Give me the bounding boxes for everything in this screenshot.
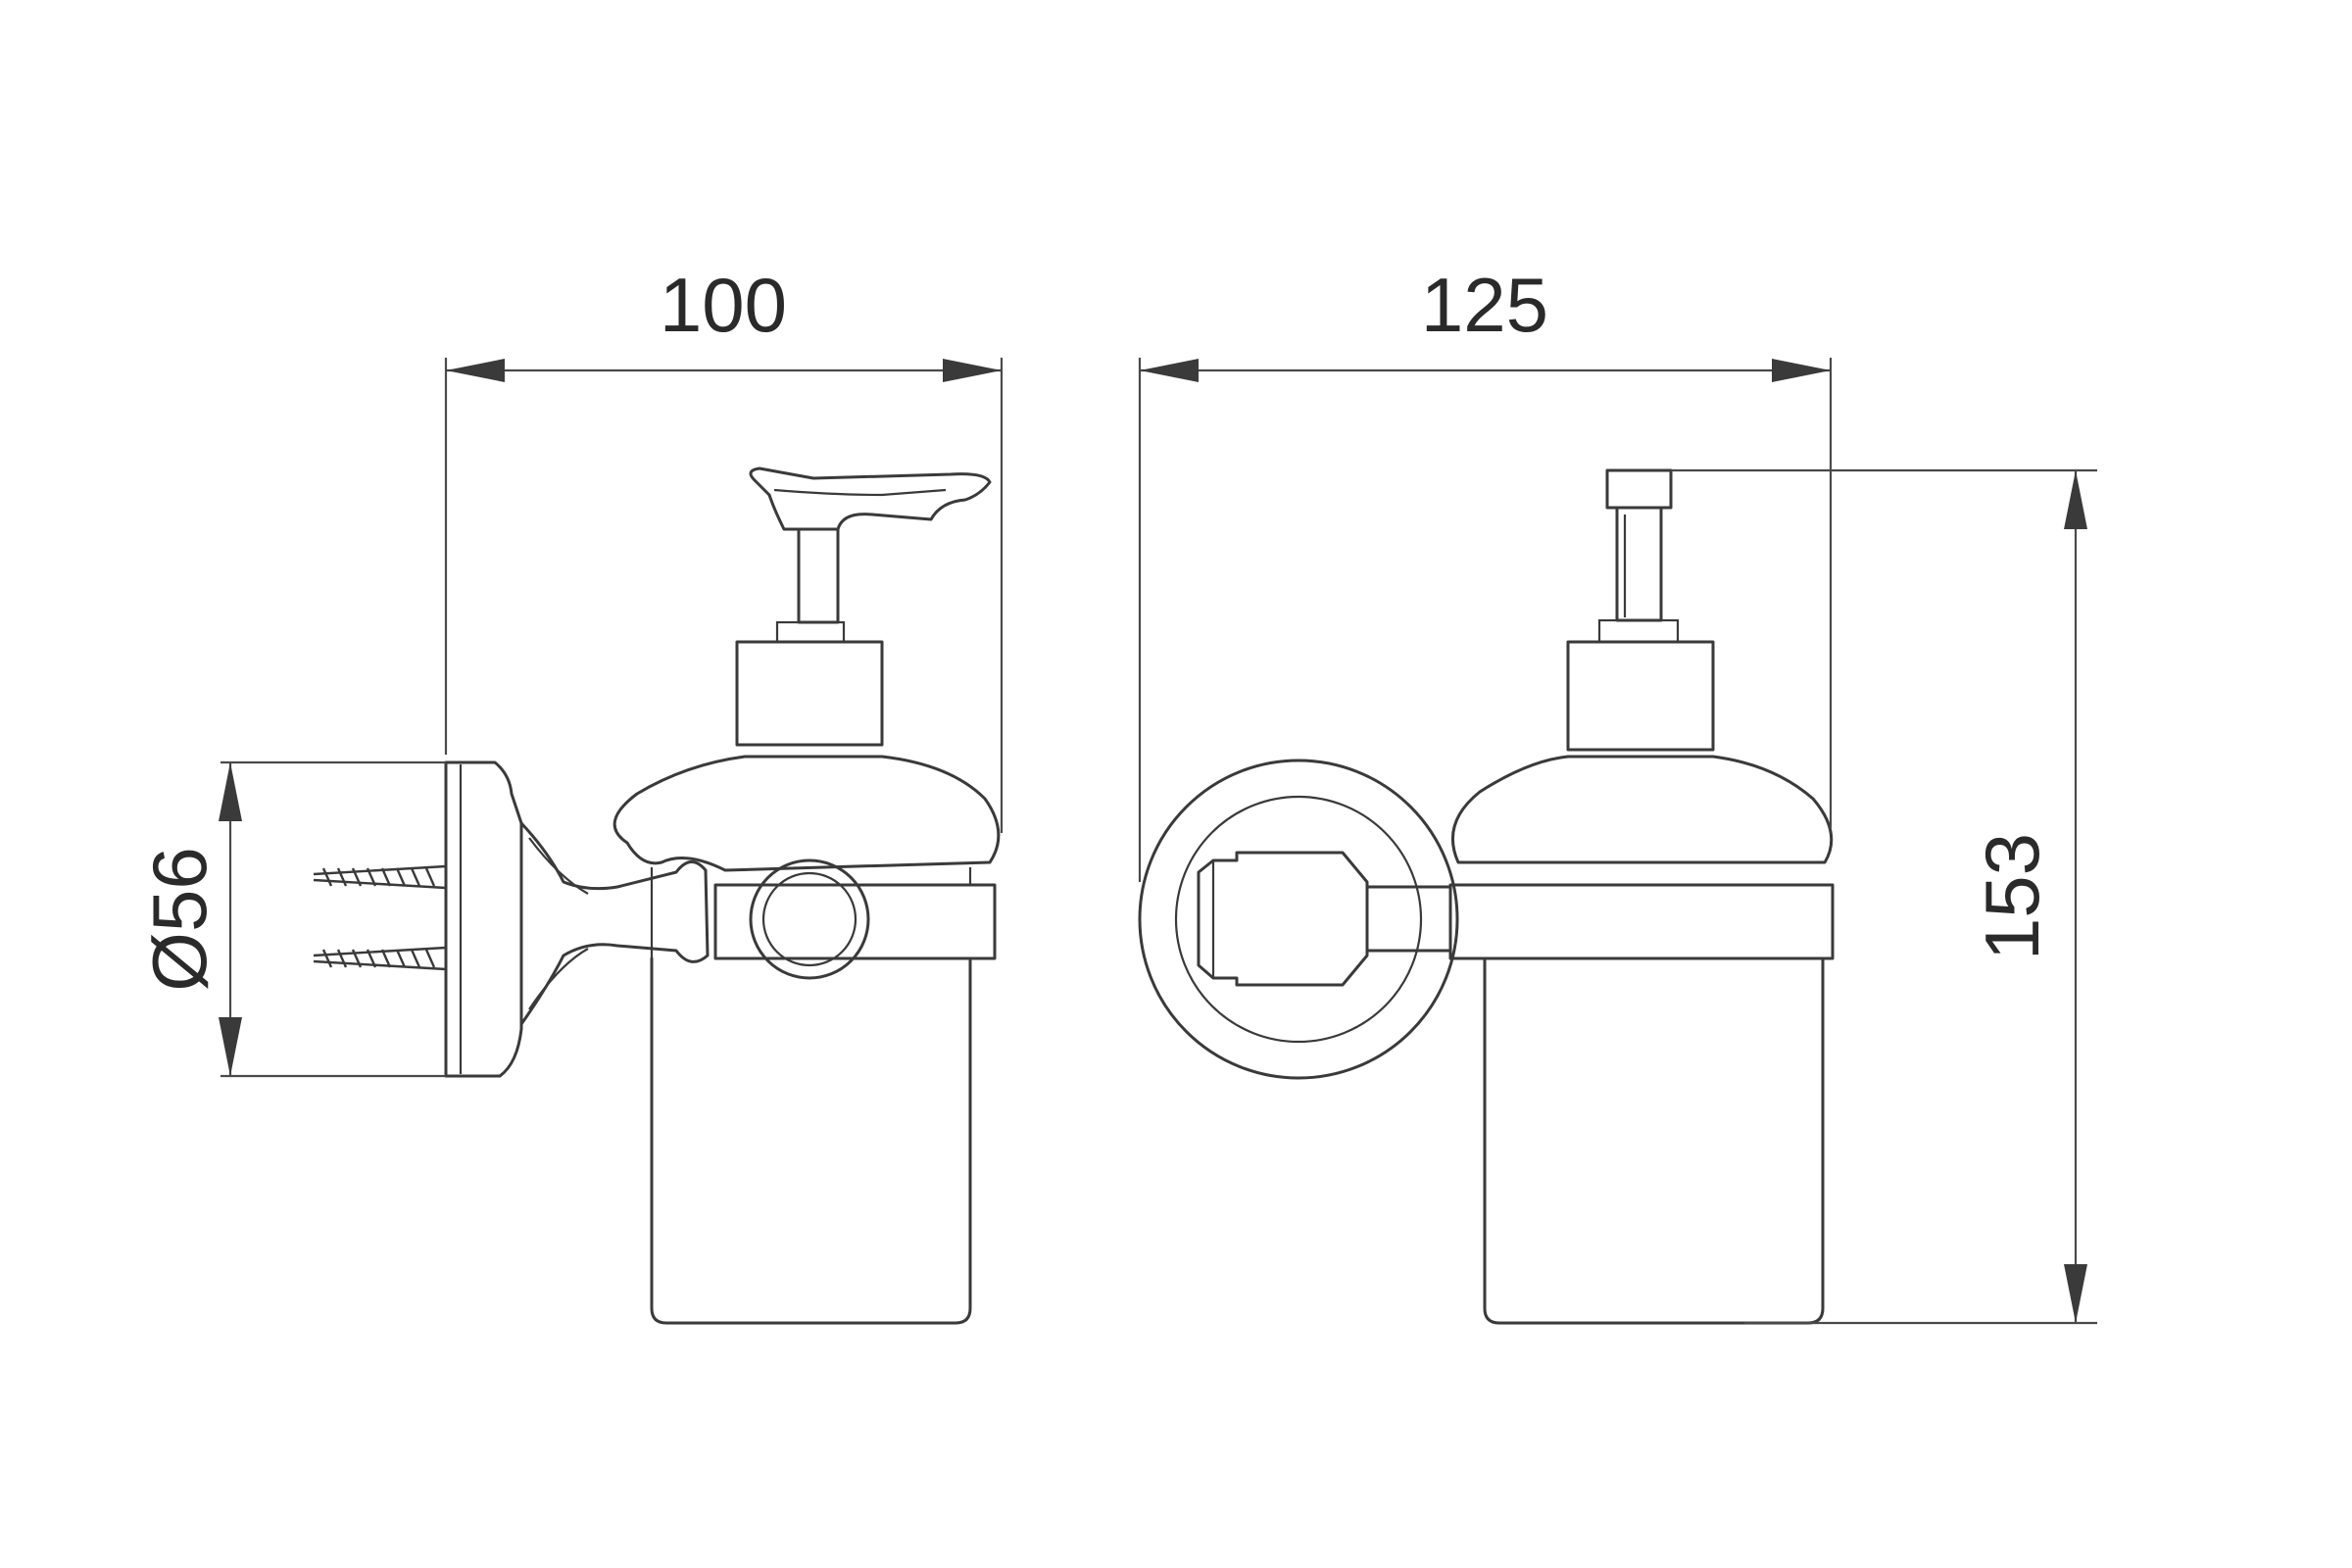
front-wall-plate-outer xyxy=(1138,759,1459,1080)
side-pump-lever xyxy=(749,466,992,531)
front-bracket xyxy=(1197,851,1369,987)
dimension-front-width xyxy=(1138,358,1833,882)
dimension-diameter-label: Ø56 xyxy=(136,847,222,991)
front-pump-stem xyxy=(1615,506,1663,622)
side-dome xyxy=(612,755,1001,872)
side-pump-collar xyxy=(775,620,846,644)
front-holder-band xyxy=(1448,883,1835,960)
dimension-height-label: 153 xyxy=(1969,833,2055,960)
side-arm xyxy=(519,821,710,1026)
side-glass-container xyxy=(650,956,972,1325)
front-pump-collar xyxy=(1597,618,1680,644)
side-view xyxy=(313,466,1001,1325)
front-view xyxy=(1138,468,1835,1325)
side-wall-flange xyxy=(444,760,523,1078)
side-pump-cap xyxy=(735,640,884,747)
front-dome xyxy=(1450,755,1834,864)
dimension-side-width-label: 100 xyxy=(660,262,787,348)
side-holder-ring-outer xyxy=(749,858,870,980)
side-pump-stem xyxy=(797,527,840,624)
front-arm xyxy=(1365,885,1452,953)
dimension-front-width-label: 125 xyxy=(1421,262,1548,348)
front-wall-plate-inner xyxy=(1174,795,1423,1044)
dimension-side-width xyxy=(444,358,1004,833)
front-pump-cap xyxy=(1566,640,1715,752)
dimension-diameter xyxy=(219,760,446,1078)
side-arm-edge-lower xyxy=(528,948,589,1010)
screw-lower xyxy=(313,946,447,971)
side-arm-edge xyxy=(528,837,589,895)
side-lever-edge xyxy=(773,488,947,497)
front-glass-container xyxy=(1483,956,1825,1325)
front-pump-tip xyxy=(1605,468,1673,510)
screw-upper xyxy=(313,864,447,890)
side-holder-ring-inner xyxy=(761,871,858,967)
dimension-height xyxy=(1671,468,2097,1325)
